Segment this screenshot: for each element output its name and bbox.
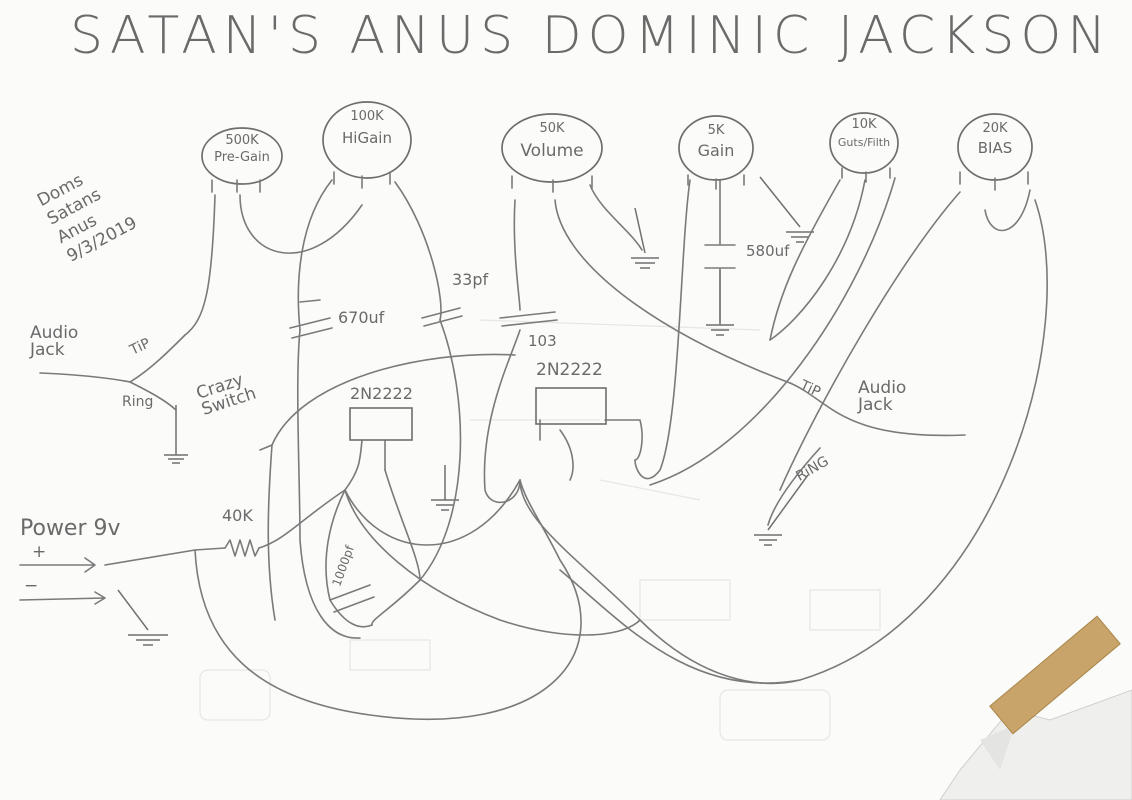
pot-value: 5K: [707, 123, 725, 138]
torn-corner: [939, 615, 1132, 800]
pot-label-pre-gain: 500K Pre-Gain: [204, 134, 280, 164]
transistors: [349, 387, 607, 441]
wires: [19, 177, 1048, 720]
pot-label-bias: 20K BIAS: [958, 122, 1032, 156]
label-cap-580: 580uf: [746, 242, 790, 260]
pot-volume: [501, 113, 603, 183]
pot-label-gain: 5K Gain: [680, 124, 752, 159]
label-transistor-1: 2N2222: [350, 384, 413, 403]
transistor-1-body: [349, 407, 413, 441]
page-title: SATAN'S ANUS DOMINIC JACKSON: [70, 6, 1113, 66]
label-minus: −: [24, 576, 39, 596]
pot-value: 100K: [350, 109, 384, 124]
pot-label-guts-filth: 10K Guts/Filth: [830, 118, 898, 148]
cap-103: [499, 311, 558, 327]
label-transistor-2: 2N2222: [536, 360, 603, 380]
tape-strip: [989, 615, 1121, 735]
pot-label-volume: 50K Volume: [504, 122, 600, 160]
pot-label-higain: 100K HiGain: [324, 110, 410, 146]
label-resistor-40k: 40K: [222, 506, 253, 525]
label-audio-jack-out: Audio Jack: [858, 378, 907, 415]
transistor-2-body: [535, 387, 607, 425]
capacitors: [289, 299, 558, 613]
pot-guts-filth: [829, 112, 899, 174]
pot-name: HiGain: [342, 129, 392, 147]
pot-value: 10K: [851, 117, 877, 132]
label-power: Power 9v: [20, 516, 121, 541]
cap-33: [421, 307, 463, 327]
cap-1000: [329, 584, 375, 613]
pot-pre-gain: [201, 127, 283, 185]
pot-name: BIAS: [977, 139, 1013, 157]
pot-name: Guts/Filth: [837, 136, 891, 149]
label-plus: +: [32, 542, 47, 562]
cap-670: [289, 317, 333, 339]
pot-name: Gain: [697, 141, 735, 160]
pot-value: 50K: [539, 121, 565, 136]
label-cap-103: 103: [528, 332, 557, 350]
pot-value: 20K: [982, 121, 1008, 136]
ghost-sketch: [199, 319, 881, 741]
label-audio-jack-in: Audio Jack: [30, 323, 79, 360]
label-cap-670: 670uf: [338, 308, 385, 327]
label-cap-33: 33pf: [452, 270, 489, 289]
pot-name: Volume: [520, 141, 584, 161]
pot-higain: [322, 101, 412, 179]
pots: [201, 101, 1033, 193]
pot-value: 500K: [225, 133, 259, 148]
label-ring-in: Ring: [122, 394, 154, 410]
pot-name: Pre-Gain: [214, 150, 270, 165]
